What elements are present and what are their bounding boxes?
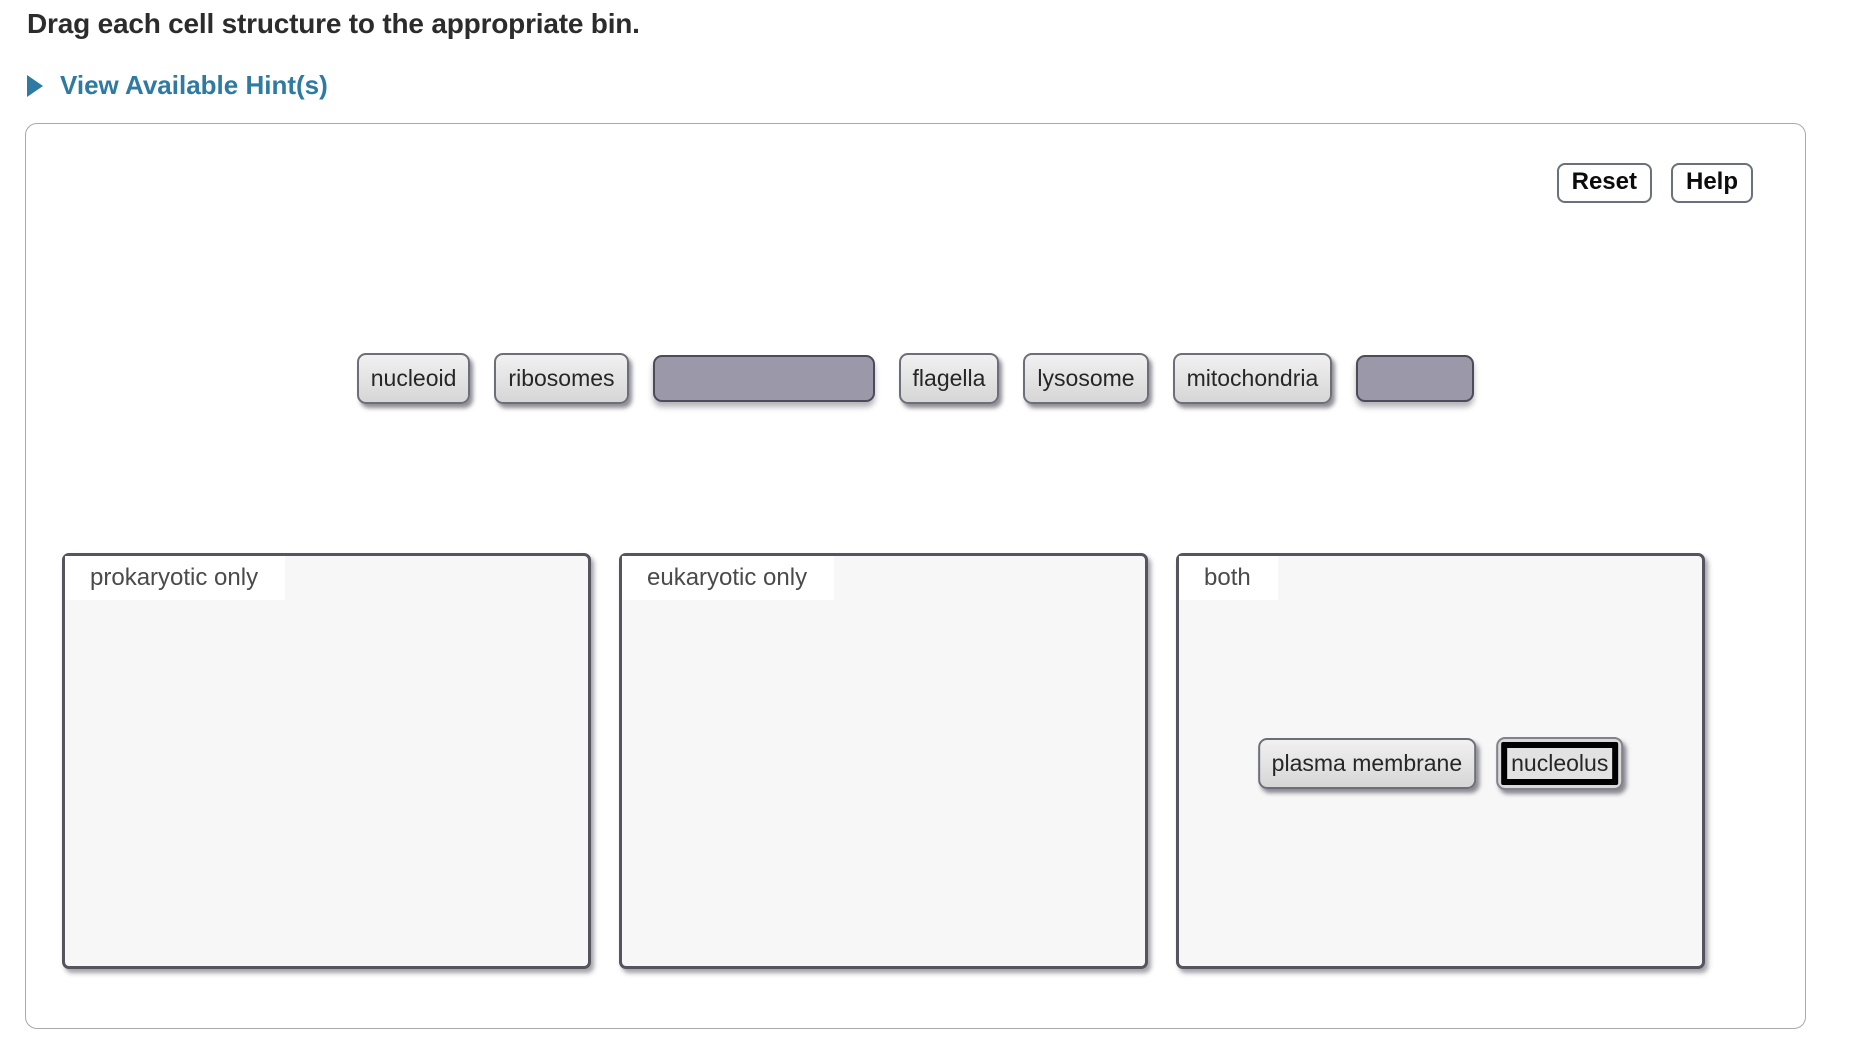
help-button[interactable]: Help xyxy=(1670,163,1753,203)
chip-ribosomes[interactable]: ribosomes xyxy=(494,353,629,404)
reset-button[interactable]: Reset xyxy=(1556,163,1652,203)
empty-chip-slot xyxy=(1356,355,1475,402)
activity-panel: Reset Help nucleoid ribosomes flagella l… xyxy=(25,123,1806,1029)
empty-chip-slot xyxy=(652,355,875,402)
chip-nucleoid[interactable]: nucleoid xyxy=(356,353,471,404)
bin-both-chips: plasma membrane nucleolus xyxy=(1257,737,1624,790)
instruction-text: Drag each cell structure to the appropri… xyxy=(27,8,640,39)
triangle-right-icon[interactable] xyxy=(27,74,43,97)
chip-lysosome[interactable]: lysosome xyxy=(1023,353,1149,404)
bin-label: eukaryotic only xyxy=(622,556,835,600)
chip-tray: nucleoid ribosomes flagella lysosome mit… xyxy=(26,353,1805,404)
bins-row: prokaryotic only eukaryotic only both pl… xyxy=(62,553,1705,969)
bin-label: prokaryotic only xyxy=(65,556,286,600)
bin-label: both xyxy=(1179,556,1278,600)
chip-flagella[interactable]: flagella xyxy=(898,353,1000,404)
chip-nucleolus[interactable]: nucleolus xyxy=(1496,737,1624,790)
chip-focus-ring: nucleolus xyxy=(1501,742,1619,785)
view-hints-label[interactable]: View Available Hint(s) xyxy=(60,70,328,100)
bin-eukaryotic-only[interactable]: eukaryotic only xyxy=(619,553,1148,969)
chip-plasma-membrane[interactable]: plasma membrane xyxy=(1257,738,1477,789)
bin-both[interactable]: both plasma membrane nucleolus xyxy=(1176,553,1705,969)
chip-mitochondria[interactable]: mitochondria xyxy=(1172,353,1333,404)
toolbar: Reset Help xyxy=(1556,163,1753,203)
view-hints-link[interactable]: View Available Hint(s) xyxy=(27,70,328,101)
bin-prokaryotic-only[interactable]: prokaryotic only xyxy=(62,553,591,969)
